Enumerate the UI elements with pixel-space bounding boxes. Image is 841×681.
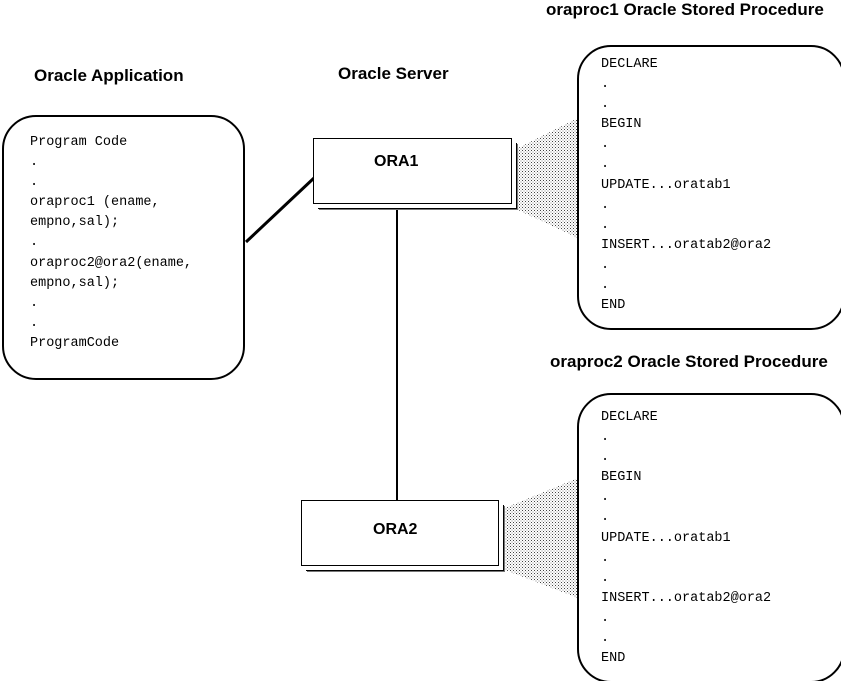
oraproc1-code-line: END (601, 298, 626, 314)
oraproc1-code-line: INSERT...oratab2@ora2 (601, 237, 772, 253)
application-code-line: . (30, 315, 39, 331)
oraproc1-code-line: DECLARE (601, 57, 658, 72)
oraproc2-code-box: DECLARE.. BEGIN.. UPDATE...oratab1.. INSERT… (577, 393, 841, 681)
oraproc2-code-line: BEGIN (601, 470, 642, 486)
oracle-application-heading: Oracle Application (34, 66, 184, 85)
oraproc1-code-line: . (601, 77, 610, 93)
oraproc1-code-line: . (601, 137, 610, 153)
oraproc1-code-listing: DECLARE.. BEGIN.. UPDATE...oratab1.. INSERT… (601, 55, 771, 316)
application-code-listing: Program Code.. oraproc1 (ename, empno,sal)… (30, 133, 192, 354)
oraproc2-code-line: . (601, 631, 610, 647)
app-to-ora1-link (244, 176, 316, 244)
oraproc1-code-line: . (601, 257, 610, 273)
oraproc1-heading: oraproc1 Oracle Stored Procedure (546, 0, 824, 19)
oraproc1-code-line: . (601, 97, 610, 113)
application-code-line: oraproc2@ora2(ename, (30, 255, 193, 271)
oraproc1-code-line: UPDATE...oratab1 (601, 177, 731, 193)
application-code-line: empno,sal); (30, 275, 120, 291)
oraproc2-code-line: . (601, 510, 610, 526)
oraproc2-code-line: END (601, 651, 626, 667)
oraproc2-code-line: . (601, 490, 610, 506)
oraproc1-code-line: . (601, 278, 610, 294)
oraproc2-code-line: . (601, 550, 610, 566)
application-code-line: . (30, 295, 39, 311)
oraproc2-code-line: INSERT...oratab2@ora2 (601, 590, 772, 606)
ora1-server-box: ORA1 (313, 138, 512, 204)
oraproc1-code-box: DECLARE.. BEGIN.. UPDATE...oratab1.. INSERT… (577, 45, 841, 330)
ora2-server-box: ORA2 (301, 500, 499, 566)
proc1-beam (518, 118, 578, 238)
oraproc2-code-listing: DECLARE.. BEGIN.. UPDATE...oratab1.. INSERT… (601, 408, 771, 669)
oraproc2-code-line: . (601, 610, 610, 626)
ora1-label: ORA1 (374, 153, 419, 170)
application-code-box: Program Code.. oraproc1 (ename, empno,sal)… (2, 115, 245, 380)
oracle-server-heading: Oracle Server (338, 64, 449, 83)
oraproc2-heading: oraproc2 Oracle Stored Procedure (550, 352, 828, 371)
oraproc1-code-line: . (601, 197, 610, 213)
proc2-beam (505, 478, 578, 598)
oraproc1-code-line: . (601, 217, 610, 233)
application-code-line: Program Code (30, 135, 128, 150)
oraproc2-code-line: UPDATE...oratab1 (601, 530, 731, 546)
oraproc2-code-line: DECLARE (601, 410, 658, 425)
application-code-line: . (30, 175, 39, 191)
application-code-line: . (30, 235, 39, 251)
application-code-line: empno,sal); (30, 215, 120, 231)
oraproc1-code-line: BEGIN (601, 117, 642, 133)
oraproc1-code-line: . (601, 157, 610, 173)
application-code-line: . (30, 155, 39, 171)
application-code-line: ProgramCode (30, 335, 120, 351)
oraproc2-code-line: . (601, 450, 610, 466)
ora2-label: ORA2 (373, 521, 418, 538)
oraproc2-code-line: . (601, 570, 610, 586)
application-code-line: oraproc1 (ename, (30, 195, 160, 211)
oraproc2-code-line: . (601, 430, 610, 446)
